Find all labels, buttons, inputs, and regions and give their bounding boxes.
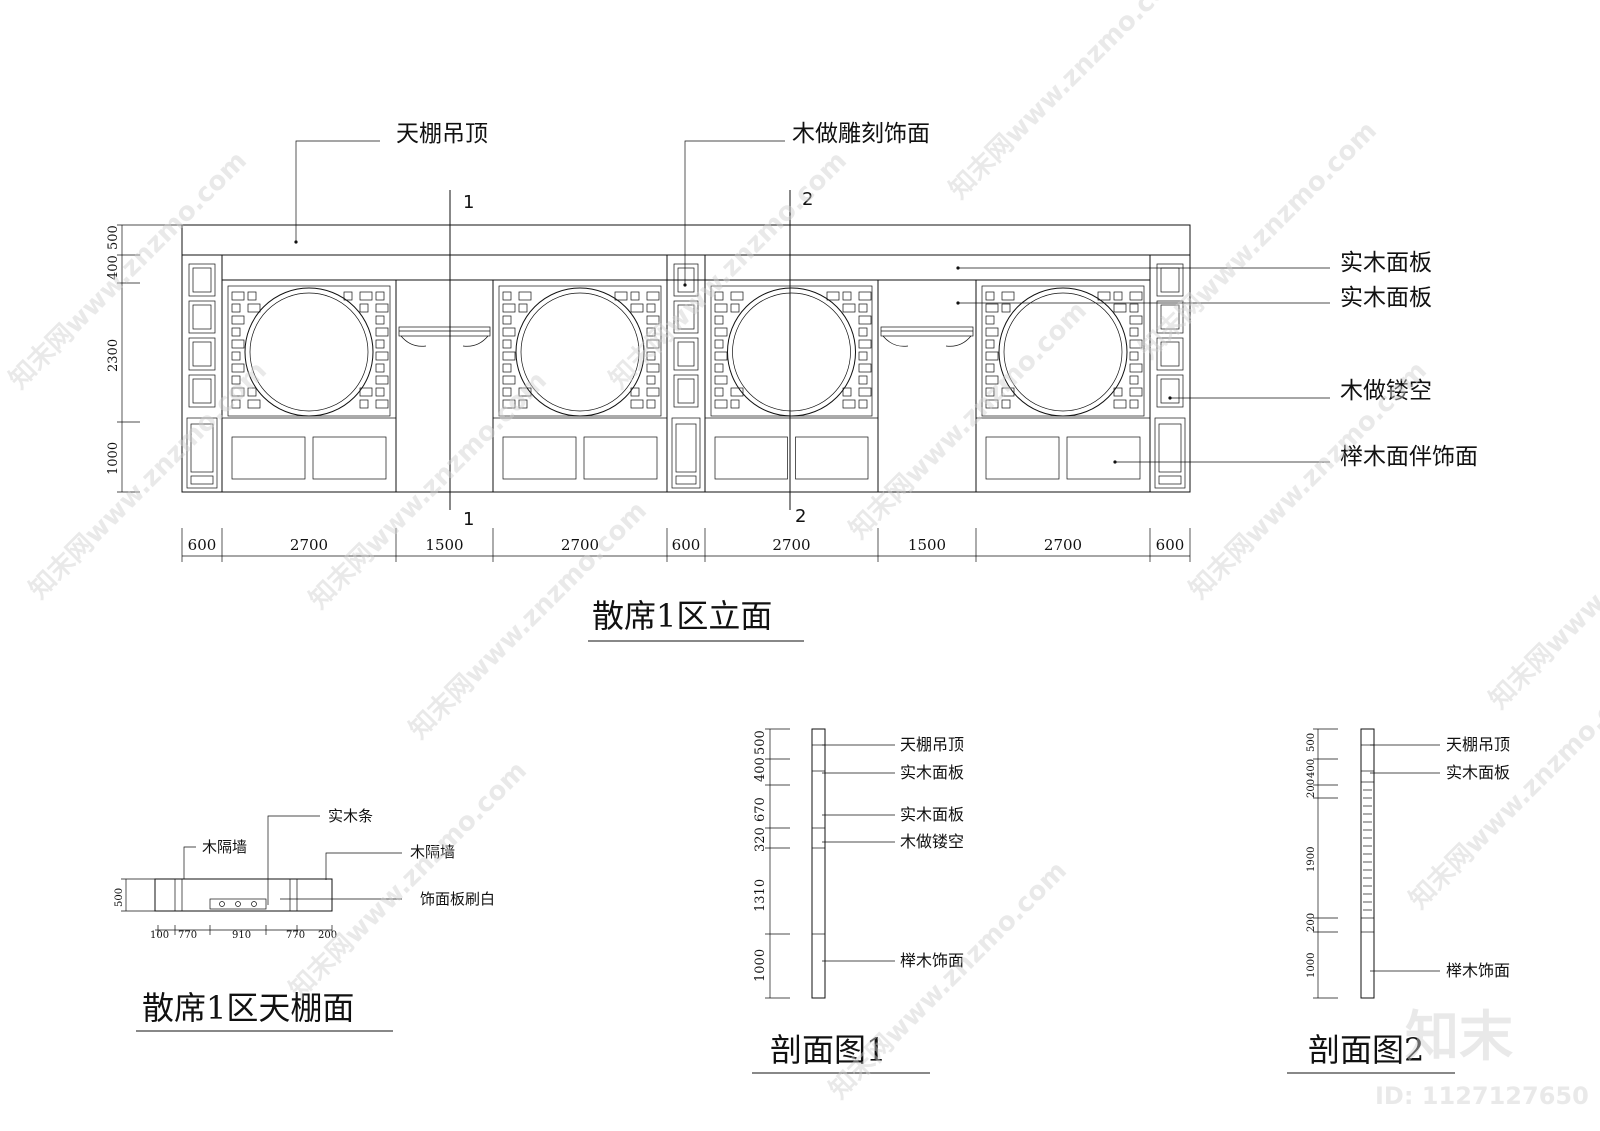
- ceiling-hdim-770a: 770: [178, 930, 197, 941]
- hdim-label: 2700: [1044, 536, 1082, 554]
- label-openwork: 木做镂空: [1340, 378, 1432, 404]
- label-ceiling: 天棚吊顶: [396, 121, 488, 147]
- watermark-text: 知末网www.znzmo.com: [1484, 466, 1600, 715]
- section1-label-1: 实木面板: [900, 763, 964, 782]
- ceiling-label-strip: 实木条: [328, 807, 373, 825]
- section-mark-2-bottom: 2: [795, 506, 806, 527]
- ceiling-hdim-910: 910: [232, 930, 251, 941]
- section1-vdim-320: 320: [753, 827, 768, 852]
- watermark-text: 知末网www.znzmo.com: [604, 146, 853, 395]
- brand-logo: 知末: [1405, 1005, 1513, 1068]
- watermark-text: 知末网www.znzmo.com: [824, 856, 1073, 1105]
- section2-label-0: 天棚吊顶: [1446, 735, 1510, 754]
- watermark-text: 知末网www.znzmo.com: [944, 0, 1193, 205]
- section2-vdim-200a: 200: [1306, 779, 1317, 798]
- hdim-label: 1500: [908, 536, 946, 554]
- section-mark-1-bottom: 1: [463, 509, 474, 530]
- section1-label-4: 榉木饰面: [900, 951, 964, 970]
- label-carving: 木做雕刻饰面: [792, 121, 930, 147]
- elevation-title: 散席1区立面: [592, 597, 772, 635]
- section1-label-0: 天棚吊顶: [900, 735, 964, 754]
- watermark-text: 知末网www.znzmo.com: [24, 356, 273, 605]
- brand-id: ID: 1127127650: [1375, 1082, 1589, 1110]
- ceiling-hdim-770b: 770: [286, 930, 305, 941]
- label-panel-1: 实木面板: [1340, 250, 1432, 276]
- section1-vdim-1310: 1310: [753, 879, 768, 912]
- watermark-text: 知末网www.znzmo.com: [304, 366, 553, 615]
- vdim-500: 500: [106, 225, 121, 250]
- ceiling-hdim-200: 200: [318, 930, 337, 941]
- vdim-400: 400: [106, 255, 121, 280]
- hdim-label: 2700: [561, 536, 599, 554]
- section2-vdim-400: 400: [1306, 759, 1317, 778]
- section1-vdim-1000: 1000: [753, 949, 768, 982]
- ceiling-label-wall-right: 木隔墙: [410, 843, 455, 861]
- section2-vdim-1000: 1000: [1306, 953, 1317, 978]
- hdim-label: 2700: [290, 536, 328, 554]
- ceiling-label-wall-left: 木隔墙: [202, 838, 247, 856]
- section1-vdim-400: 400: [753, 757, 768, 782]
- section-2-drawing: [1313, 728, 1440, 999]
- label-beech: 榉木面伴饰面: [1340, 444, 1478, 470]
- hdim-label: 600: [1156, 536, 1185, 554]
- section-mark-2-top: 2: [802, 189, 813, 210]
- section1-label-2: 实木面板: [900, 805, 964, 824]
- watermark-text: 知末网www.znzmo.com: [1134, 116, 1383, 365]
- section1-title: 剖面图1: [770, 1031, 886, 1069]
- section2-label-2: 榉木饰面: [1446, 961, 1510, 980]
- section2-label-1: 实木面板: [1446, 763, 1510, 782]
- watermark-text: 知末网www.znzmo.com: [4, 146, 253, 395]
- section-1-drawing: [765, 728, 895, 999]
- watermark-text: 知末网www.znzmo.com: [1184, 356, 1433, 605]
- hdim-label: 600: [188, 536, 217, 554]
- ceiling-vdim-500: 500: [114, 888, 125, 907]
- hdim-label: 2700: [772, 536, 810, 554]
- hdim-label: 1500: [425, 536, 463, 554]
- vdim-1000: 1000: [106, 442, 121, 475]
- section2-vdim-500: 500: [1306, 733, 1317, 752]
- hdim-label: 600: [672, 536, 701, 554]
- vdim-2300: 2300: [106, 339, 121, 372]
- ceiling-plan-title: 散席1区天棚面: [142, 989, 354, 1027]
- section1-label-3: 木做镂空: [900, 832, 964, 851]
- section2-vdim-1900: 1900: [1306, 847, 1317, 872]
- ceiling-plan-drawing: [121, 815, 402, 935]
- ceiling-label-board: 饰面板刷白: [420, 890, 495, 908]
- label-panel-2: 实木面板: [1340, 285, 1432, 311]
- section2-title: 剖面图2: [1308, 1031, 1424, 1069]
- section2-vdim-200b: 200: [1306, 913, 1317, 932]
- section-mark-1-top: 1: [463, 192, 474, 213]
- section1-vdim-670: 670: [753, 797, 768, 822]
- watermark-text: 知末网www.znzmo.com: [284, 756, 533, 1005]
- elevation-drawing: [117, 140, 1330, 562]
- ceiling-hdim-100: 100: [150, 930, 169, 941]
- section1-vdim-500: 500: [753, 730, 768, 755]
